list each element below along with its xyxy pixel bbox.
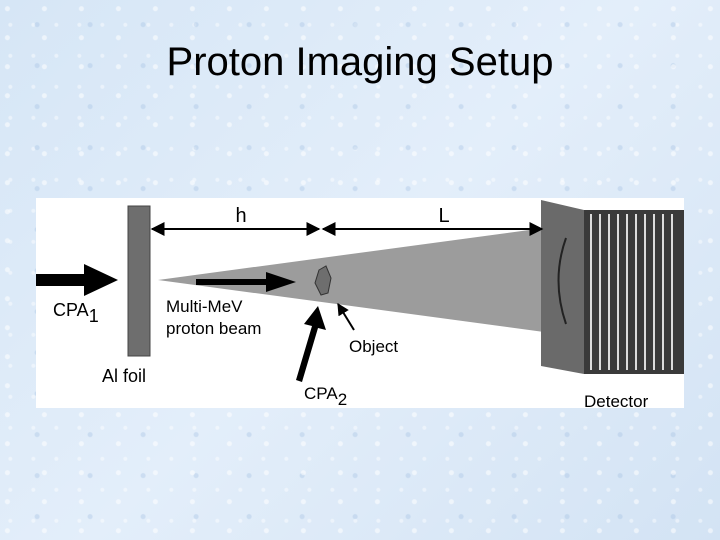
beam-label-line2: proton beam	[166, 319, 261, 338]
proton-beam-cone	[158, 228, 544, 332]
object	[314, 265, 332, 296]
cpa1-arrow	[36, 264, 118, 296]
setup-diagram: h L CPA1 Multi-MeV proton beam Object CP…	[36, 198, 684, 408]
cpa1-label: CPA1	[53, 300, 99, 326]
h-label: h	[235, 205, 246, 227]
l-label: L	[438, 205, 449, 227]
object-label: Object	[349, 337, 398, 356]
detector	[541, 200, 684, 374]
al-foil	[127, 205, 151, 357]
beam-direction-arrow	[196, 272, 296, 292]
detector-label: Detector	[584, 392, 649, 408]
slide-title: Proton Imaging Setup	[166, 40, 554, 84]
beam-label-line1: Multi-MeV	[166, 297, 243, 316]
cpa2-arrow	[296, 306, 326, 382]
cpa2-label: CPA2	[304, 384, 347, 408]
object-pointer-arrow	[337, 302, 355, 331]
al-foil-label: Al foil	[102, 366, 146, 386]
